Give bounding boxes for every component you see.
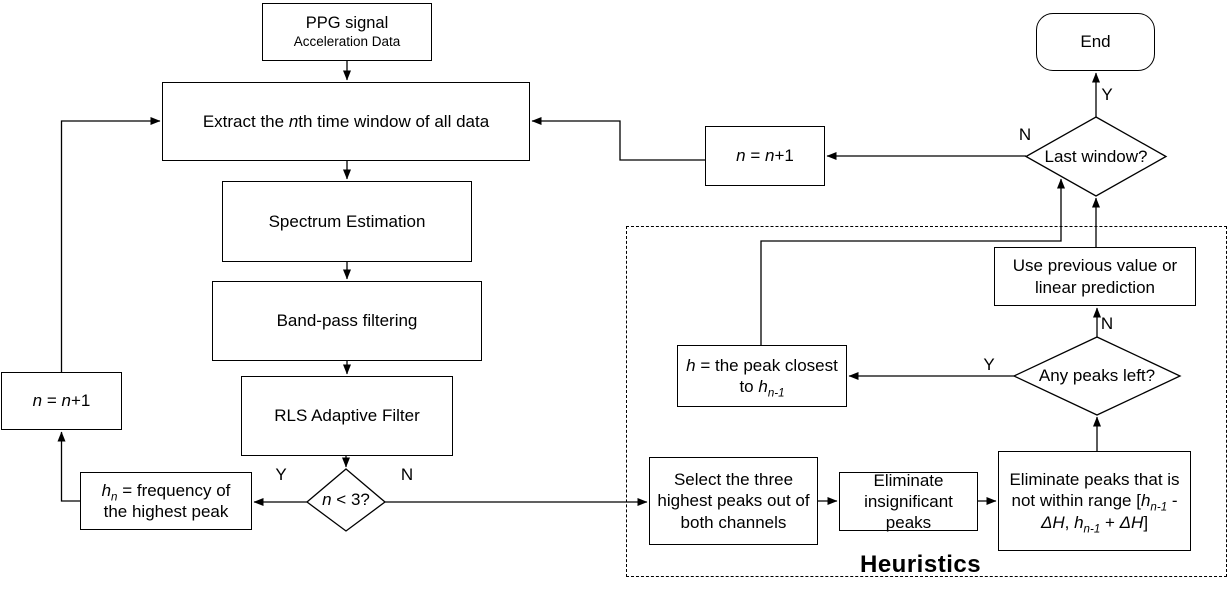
last-window-label: Last window?	[1044, 146, 1148, 166]
branch-label-lastwindow-yes: Y	[1101, 85, 1113, 104]
connector-right-increment-to-extract	[531, 117, 705, 161]
bandpass-filtering-label: Band-pass filtering	[276, 311, 418, 331]
connector-hclosest-to-lastwindow	[760, 178, 1065, 345]
node-ppg-signal: PPG signal Acceleration Data	[262, 3, 432, 61]
heuristics-dashed-region	[626, 226, 1227, 577]
heuristics-section-title: Heuristics	[860, 551, 982, 578]
branch-label-n3-yes: Y	[275, 465, 287, 484]
n-lt-3-diamond-shape	[305, 468, 387, 532]
extract-window-label: Extract the nth time window of all data	[202, 111, 490, 131]
branch-label-anypeaks-no: N	[1100, 314, 1114, 333]
last-window-diamond-shape	[1024, 116, 1168, 197]
node-bandpass-filtering: Band-pass filtering	[212, 281, 482, 361]
node-increment-n-left: n = n+1	[1, 372, 122, 430]
branch-label-anypeaks-yes: Y	[983, 355, 995, 374]
last-window-decision: Last window?	[1026, 117, 1166, 196]
spectrum-estimation-label: Spectrum Estimation	[268, 211, 426, 231]
any-peaks-decision: Any peaks left?	[1014, 337, 1180, 415]
node-rls-adaptive-filter: RLS Adaptive Filter	[241, 376, 453, 456]
node-end-terminator: End	[1036, 13, 1155, 71]
ppg-signal-label: PPG signal	[305, 14, 389, 33]
any-peaks-label: Any peaks left?	[1038, 366, 1156, 385]
end-label: End	[1080, 32, 1111, 52]
connector-left-increment-to-extract	[60, 117, 161, 372]
n-lt-3-label: n < 3?	[322, 490, 370, 509]
node-spectrum-estimation: Spectrum Estimation	[222, 181, 472, 262]
any-peaks-diamond-shape	[1012, 336, 1182, 416]
connectors	[57, 61, 1101, 506]
increment-n-left-label: n = n+1	[32, 391, 91, 411]
branch-label-lastwindow-no: N	[1018, 125, 1032, 144]
branch-label-n3-no: N	[400, 465, 414, 484]
decision-diamonds	[305, 116, 1182, 532]
n-lt-3-decision: n < 3?	[307, 469, 385, 531]
increment-n-right-label: n = n+1	[736, 146, 794, 166]
connector-hnfreq-to-left-increment	[57, 431, 80, 502]
acceleration-data-label: Acceleration Data	[293, 33, 401, 49]
node-increment-n-right: n = n+1	[705, 126, 825, 186]
node-extract-window: Extract the nth time window of all data	[162, 82, 530, 161]
rls-adaptive-filter-label: RLS Adaptive Filter	[274, 406, 420, 426]
